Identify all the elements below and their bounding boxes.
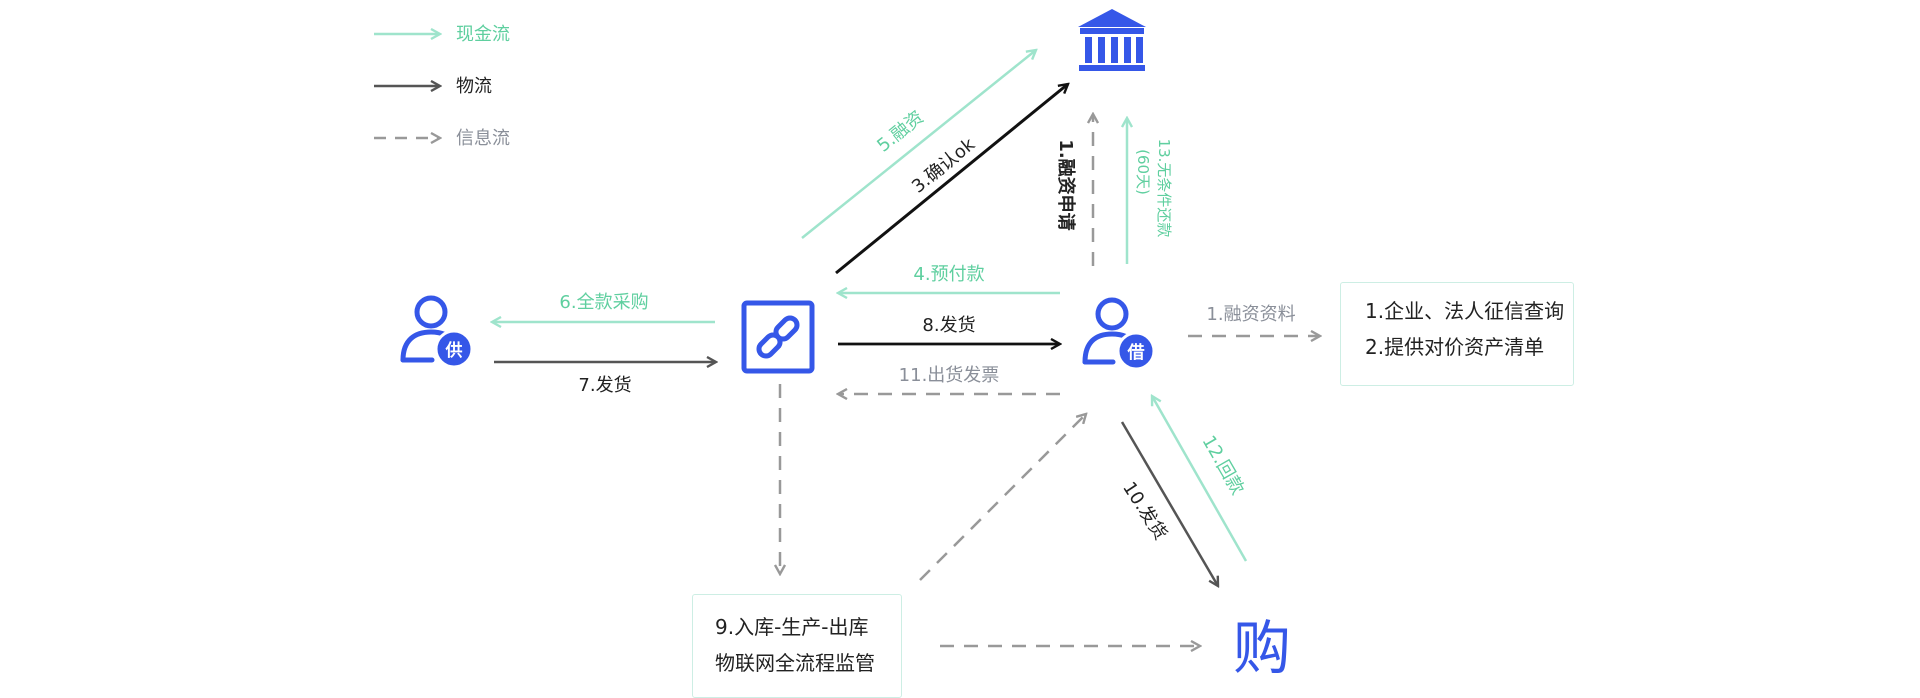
- legend-item-cash: 现金流: [374, 24, 510, 45]
- warehouse-box: 9.入库-生产-出库 物联网全流程监管: [692, 594, 902, 698]
- legend-item-info: 信息流: [374, 128, 510, 149]
- bank-icon: [1078, 9, 1146, 71]
- supplier-icon: 供: [400, 295, 474, 369]
- legend-label: 现金流: [456, 24, 510, 45]
- link-icon: [741, 300, 815, 374]
- label-repay-line2: (60天): [1134, 149, 1152, 195]
- label-apply: 1.融资申请: [1055, 139, 1077, 230]
- arrow-payment12: [1152, 396, 1248, 562]
- label-repay-line1: 13.无条件还款: [1155, 139, 1173, 238]
- arrow-warehouse-to-borrower: [919, 414, 1086, 581]
- label-financing: 5.融资: [873, 107, 928, 157]
- arrow-deliver10: [1120, 421, 1218, 586]
- label-prepay: 4.预付款: [913, 264, 984, 285]
- credit-check-box: 1.企业、法人征信查询 2.提供对价资产清单: [1340, 282, 1574, 386]
- buyer-label: 购: [1233, 614, 1291, 682]
- warehouse-line: 物联网全流程监管: [715, 651, 875, 675]
- borrower-icon: 借: [1082, 297, 1156, 371]
- legend-item-logistics: 物流: [374, 76, 492, 97]
- credit-check-line: 1.企业、法人征信查询: [1365, 299, 1565, 323]
- arrow-confirm: [835, 84, 1068, 275]
- borrower-badge: 借: [1127, 342, 1145, 363]
- label-deliver7: 7.发货: [578, 375, 631, 396]
- label-invoice: 11.出货发票: [899, 365, 1000, 386]
- legend-label: 物流: [456, 76, 492, 97]
- legend-label: 信息流: [456, 128, 510, 149]
- label-deliver10: 10.发货: [1118, 478, 1171, 544]
- label-full-purchase: 6.全款采购: [559, 292, 648, 313]
- credit-check-line: 2.提供对价资产清单: [1365, 335, 1545, 359]
- supplier-badge: 供: [445, 340, 463, 361]
- arrow-financing: [801, 50, 1036, 239]
- warehouse-line: 9.入库-生产-出库: [715, 615, 869, 639]
- label-materials: 1.融资资料: [1206, 304, 1295, 325]
- label-deliver8: 8.发货: [922, 315, 975, 336]
- legend: 现金流 物流 信息流: [374, 24, 510, 149]
